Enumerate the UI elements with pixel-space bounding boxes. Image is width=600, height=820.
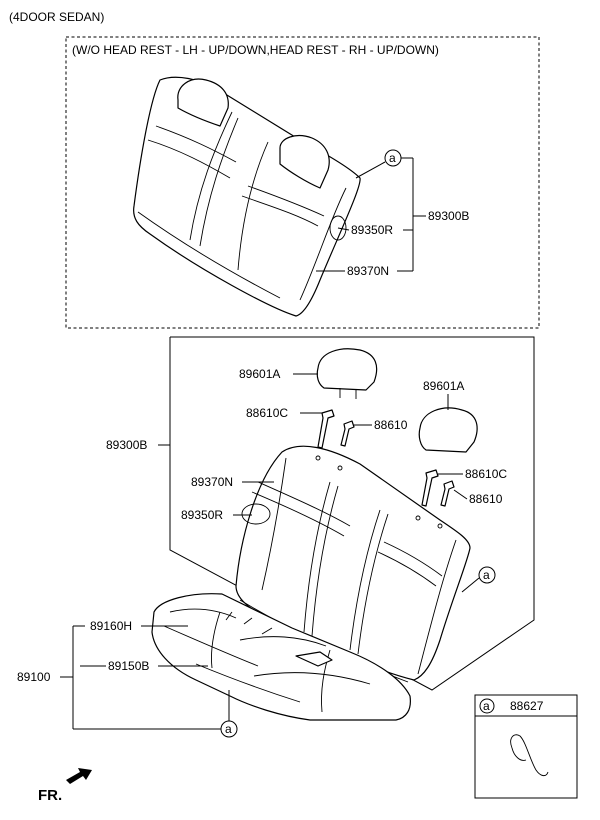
top-seatback-illustration bbox=[133, 76, 361, 317]
top-label-89350R: 89350R bbox=[351, 223, 393, 237]
label-89100: 89100 bbox=[17, 670, 51, 684]
detail-part-number: 88627 bbox=[510, 699, 544, 713]
callout-a-cushion: a bbox=[225, 722, 232, 736]
label-89350R-main: 89350R bbox=[181, 508, 223, 522]
guide-left bbox=[340, 420, 355, 447]
headrest-right bbox=[418, 407, 478, 453]
label-88610C-left: 88610C bbox=[246, 406, 288, 420]
top-label-89370N: 89370N bbox=[347, 264, 389, 278]
hook-clip-illustration bbox=[510, 734, 549, 777]
guide-left-locked bbox=[317, 409, 335, 449]
label-89150B: 89150B bbox=[108, 659, 149, 673]
headrest-left bbox=[316, 348, 378, 399]
label-89370N-main: 89370N bbox=[191, 475, 233, 489]
guide-right-locked bbox=[421, 469, 439, 507]
guide-right bbox=[440, 480, 455, 507]
label-88610C-right: 88610C bbox=[465, 467, 507, 481]
label-89601A-right: 89601A bbox=[423, 379, 464, 393]
label-88610-right: 88610 bbox=[469, 492, 503, 506]
main-assembly: 89601A 89601A 88610C 88610 88610C 88610 bbox=[106, 336, 535, 691]
front-arrow-icon bbox=[66, 768, 92, 784]
top-box-caption: (W/O HEAD REST - LH - UP/DOWN,HEAD REST … bbox=[72, 43, 439, 57]
label-89300B-main: 89300B bbox=[106, 438, 147, 452]
variant-title: (4DOOR SEDAN) bbox=[9, 10, 104, 24]
top-label-89300B: 89300B bbox=[428, 209, 469, 223]
detail-callout-a: a bbox=[483, 699, 490, 713]
detail-box: a 88627 bbox=[474, 694, 578, 799]
main-seatback-illustration bbox=[235, 445, 471, 683]
callout-a-back: a bbox=[483, 568, 490, 582]
top-variant-box: (W/O HEAD REST - LH - UP/DOWN,HEAD REST … bbox=[65, 36, 540, 329]
label-89160H: 89160H bbox=[90, 619, 132, 633]
label-89601A-left: 89601A bbox=[239, 367, 280, 381]
top-callout-a: a bbox=[389, 151, 396, 165]
label-88610-left: 88610 bbox=[374, 418, 408, 432]
front-direction-label: FR. bbox=[38, 787, 62, 804]
seat-cushion-illustration bbox=[151, 593, 411, 721]
